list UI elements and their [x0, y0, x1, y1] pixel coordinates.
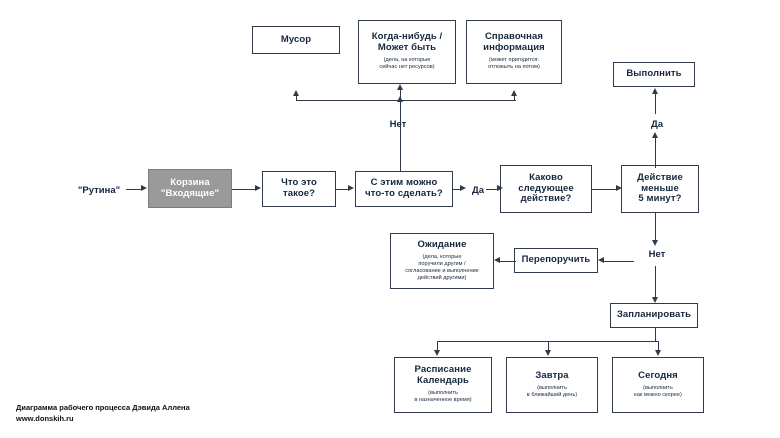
edge-label-no-down: Нет	[648, 249, 666, 260]
arrow-what-to-cando	[336, 185, 355, 193]
node-delegate: Перепоручить	[514, 248, 598, 273]
node-waiting-sub: (дела, которые поручили другим / согласо…	[405, 253, 479, 282]
node-reference-title: Справочная информация	[483, 31, 545, 54]
arrow-yes-to-next-action	[486, 185, 504, 193]
node-someday-title: Когда-нибудь / Может быть	[371, 31, 443, 54]
arrow-inbox-to-what	[232, 185, 262, 193]
node-can-do-title: С этим можно что-то сделать?	[365, 177, 443, 199]
node-tomorrow-title: Завтра	[535, 369, 569, 381]
arrow-schedule-distributor	[434, 341, 661, 359]
arrow-delegate-to-waiting	[494, 257, 516, 265]
node-waiting-title: Ожидание	[417, 238, 467, 250]
node-do-it: Выполнить	[613, 62, 695, 87]
node-delegate-title: Перепоручить	[521, 254, 591, 266]
node-waiting: Ожидание (дела, которые поручили другим …	[390, 233, 494, 289]
node-calendar: Расписание Календарь (выполнить в назнач…	[394, 357, 492, 413]
node-schedule: Запланировать	[610, 303, 698, 328]
edge-label-yes-up: Да	[650, 119, 664, 130]
node-can-do: С этим можно что-то сделать?	[355, 171, 453, 207]
node-reference-sub: (может пригодится: отложыть на потом)	[488, 57, 540, 71]
arrow-no-to-delegate	[598, 257, 634, 265]
arrow-schedule-down	[651, 328, 661, 342]
node-trash: Мусор	[252, 26, 340, 54]
node-less-than-5-title: Действие меньше 5 минут?	[637, 171, 683, 205]
footer-line-2: www.donskih.ru	[16, 414, 74, 423]
footer-credit: Диаграмма рабочего процесса Дэвида Аллен…	[16, 403, 190, 423]
edge-label-yes-right: Да	[471, 185, 485, 196]
edge-label-no-up: Нет	[389, 119, 407, 130]
node-what-is-it: Что это такое?	[262, 171, 336, 207]
node-today-sub: (выполнить как можно скорее)	[634, 384, 682, 398]
node-less-than-5: Действие меньше 5 минут?	[621, 165, 699, 213]
node-tomorrow-sub: (выполнить в ближайший день)	[526, 384, 578, 398]
arrow-cando-to-yes	[453, 185, 467, 193]
node-tomorrow: Завтра (выполнить в ближайший день)	[506, 357, 598, 413]
node-inbox: Корзина "Входящие"	[148, 169, 232, 208]
node-someday-sub: (дела, на которые сейчас нет ресурсов)	[379, 57, 435, 71]
node-today-title: Сегодня	[638, 369, 678, 381]
node-today: Сегодня (выполнить как можно скорее)	[612, 357, 704, 413]
node-trash-title: Мусор	[280, 33, 312, 45]
node-what-is-it-title: Что это такое?	[281, 177, 317, 199]
node-reference: Справочная информация (может пригодится:…	[466, 20, 562, 84]
node-next-action-title: Каково следующее действие?	[518, 171, 574, 205]
node-do-it-title: Выполнить	[626, 68, 682, 80]
arrow-cando-no-up	[396, 96, 406, 172]
node-calendar-title: Расписание Календарь	[414, 364, 472, 387]
arrow-less5-no-down	[651, 213, 661, 247]
arrow-no-distributor	[293, 90, 517, 104]
arrow-yes-to-do-it	[651, 88, 661, 114]
node-someday: Когда-нибудь / Может быть (дела, на кото…	[358, 20, 456, 84]
arrow-next-action-to-less5	[592, 185, 623, 193]
arrow-no-to-schedule	[651, 266, 661, 304]
node-calendar-sub: (выполнить в назначенное время)	[414, 390, 472, 404]
node-inbox-title: Корзина "Входящие"	[160, 176, 220, 199]
node-schedule-title: Запланировать	[616, 309, 692, 321]
arrow-to-someday	[396, 84, 406, 102]
label-routine: "Рутина"	[77, 185, 121, 196]
node-next-action: Каково следующее действие?	[500, 165, 592, 213]
footer-line-1: Диаграмма рабочего процесса Дэвида Аллен…	[16, 403, 190, 412]
arrow-less5-yes-up	[651, 132, 661, 168]
arrow-routine-to-inbox	[126, 185, 148, 193]
